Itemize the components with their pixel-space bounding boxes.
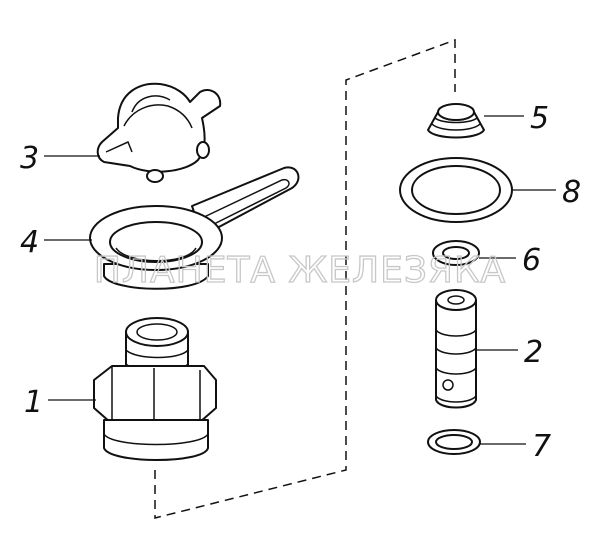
part-o-ring-small <box>427 429 481 455</box>
callout-6: 6 <box>522 243 541 278</box>
part-valve-stem <box>435 289 477 409</box>
callout-4: 4 <box>20 225 39 260</box>
callout-5: 5 <box>530 101 549 136</box>
callout-3: 3 <box>20 141 39 176</box>
part-washer <box>432 240 480 266</box>
part-valve-body <box>93 317 217 461</box>
part-o-ring-large <box>399 157 513 223</box>
callout-7: 7 <box>532 429 551 464</box>
callout-1: 1 <box>24 385 43 420</box>
assembly-path-dashed <box>154 38 456 519</box>
part-spring <box>427 103 485 139</box>
part-clamping-ring <box>89 166 300 290</box>
callout-8: 8 <box>562 175 581 210</box>
watermark-text: ПЛАНЕТА ЖЕЛЕЗЯКА <box>94 250 506 291</box>
part-protective-cap <box>96 82 222 183</box>
callout-2: 2 <box>524 335 543 370</box>
